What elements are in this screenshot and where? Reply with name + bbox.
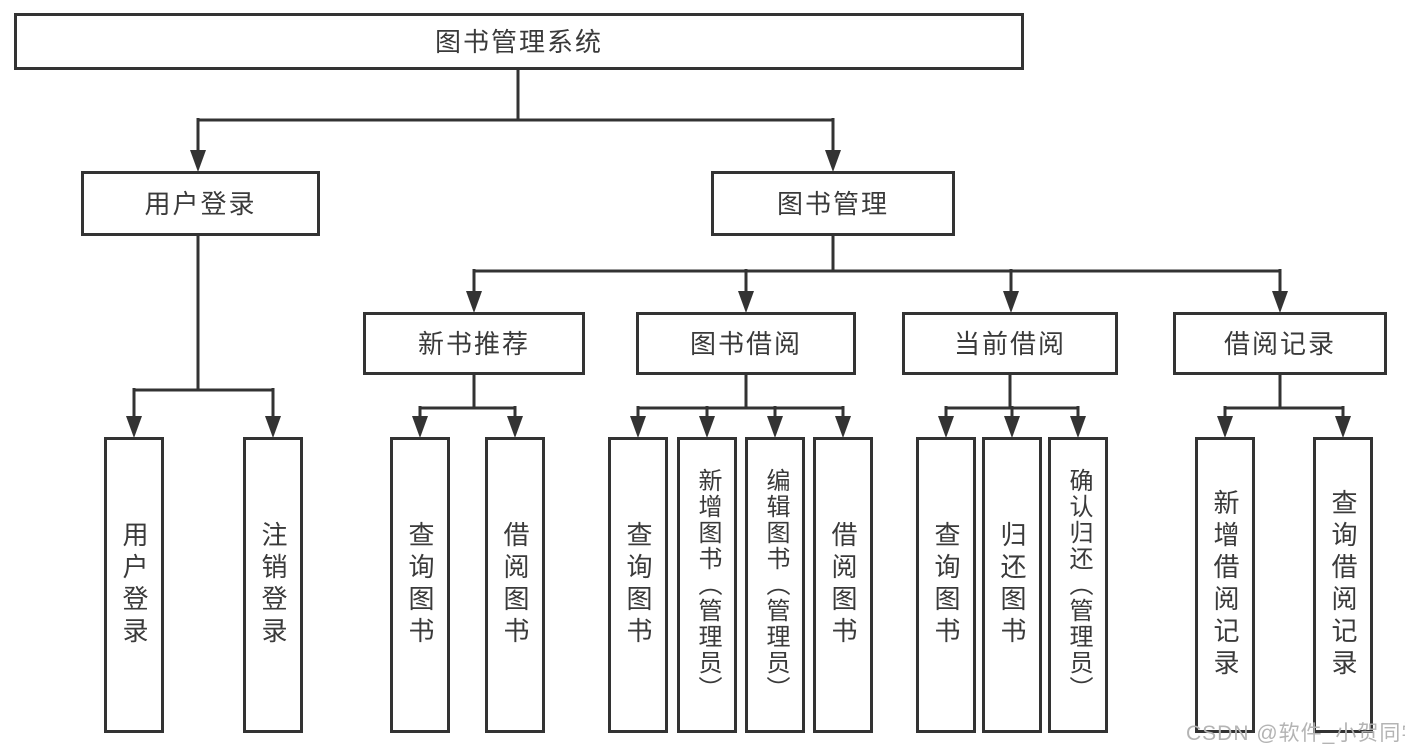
node-query-borrow-record: 查询借阅记录 [1313, 437, 1373, 733]
node-logout-login-label: 注销登录 [258, 521, 288, 649]
node-book-management-branch-label: 图书管理 [776, 188, 889, 219]
node-current-borrowing-label: 当前借阅 [953, 328, 1066, 359]
node-edit-book-admin-label: 编辑图书（管理员） [762, 468, 789, 702]
node-user-login-branch: 用户登录 [81, 171, 320, 236]
node-add-borrow-record: 新增借阅记录 [1195, 437, 1255, 733]
csdn-watermark: CSDN @软件_小贺同学 [1186, 722, 1405, 745]
node-borrow-books-recommend: 借阅图书 [485, 437, 545, 733]
node-borrow-books-label: 借阅图书 [828, 521, 858, 649]
node-query-books-recommend-label: 查询图书 [405, 521, 435, 649]
node-add-borrow-record-label: 新增借阅记录 [1210, 489, 1240, 681]
node-edit-book-admin: 编辑图书（管理员） [745, 437, 805, 733]
node-new-book-recommendation: 新书推荐 [363, 312, 585, 375]
node-confirm-return-admin: 确认归还（管理员） [1048, 437, 1108, 733]
node-return-books: 归还图书 [982, 437, 1042, 733]
node-add-book-admin: 新增图书（管理员） [677, 437, 737, 733]
node-query-books-borrow-label: 查询图书 [623, 521, 653, 649]
node-borrowing-records-label: 借阅记录 [1223, 328, 1336, 359]
node-logout-login: 注销登录 [243, 437, 303, 733]
node-library-system: 图书管理系统 [14, 13, 1024, 70]
node-query-borrow-record-label: 查询借阅记录 [1328, 489, 1358, 681]
node-query-books-recommend: 查询图书 [390, 437, 450, 733]
node-borrowing-records: 借阅记录 [1173, 312, 1387, 375]
node-user-login-label: 用户登录 [119, 521, 149, 649]
node-return-books-label: 归还图书 [997, 521, 1027, 649]
node-user-login-branch-label: 用户登录 [144, 188, 257, 219]
node-user-login: 用户登录 [104, 437, 164, 733]
node-book-management-branch: 图书管理 [711, 171, 955, 236]
node-book-borrowing: 图书借阅 [636, 312, 856, 375]
node-library-system-label: 图书管理系统 [434, 26, 603, 57]
node-borrow-books: 借阅图书 [813, 437, 873, 733]
node-confirm-return-admin-label: 确认归还（管理员） [1065, 468, 1092, 702]
node-new-book-recommendation-label: 新书推荐 [417, 328, 530, 359]
node-book-borrowing-label: 图书借阅 [689, 328, 802, 359]
node-query-books-current-label: 查询图书 [931, 521, 961, 649]
node-add-book-admin-label: 新增图书（管理员） [694, 468, 721, 702]
node-query-books-borrow: 查询图书 [608, 437, 668, 733]
node-borrow-books-recommend-label: 借阅图书 [500, 521, 530, 649]
node-current-borrowing: 当前借阅 [902, 312, 1118, 375]
node-query-books-current: 查询图书 [916, 437, 976, 733]
